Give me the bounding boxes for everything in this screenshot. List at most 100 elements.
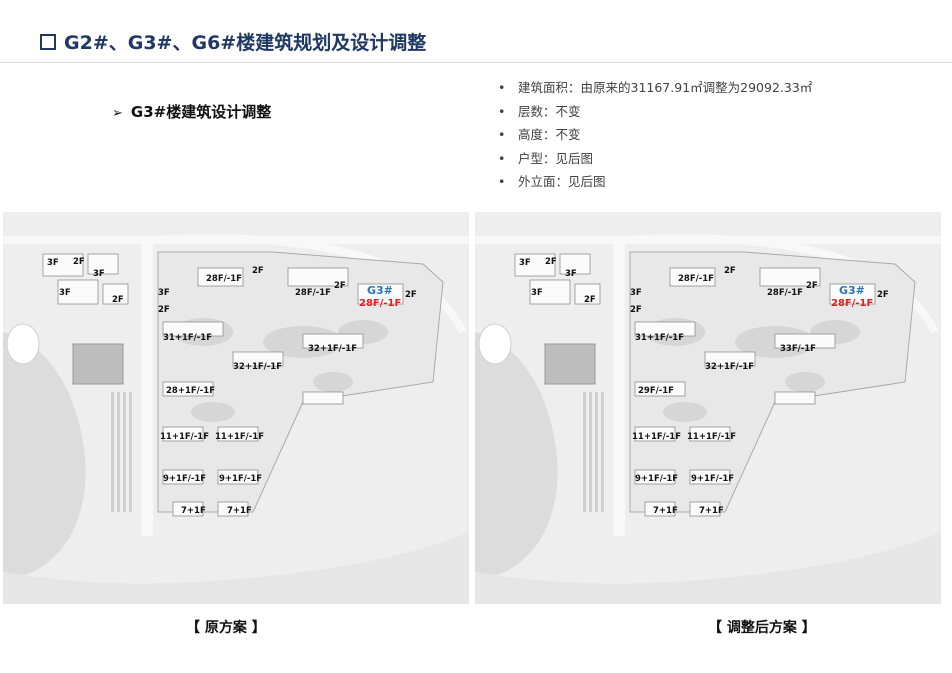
page-title-text: G2#、G3#、G6#楼建筑规划及设计调整 [64,32,427,54]
building-floor-label: 32+1F/-1F [705,362,755,372]
building-footprint [302,391,344,405]
building-floor-label: 2F [877,290,889,300]
building-floor-label: 3F [59,288,71,298]
building-floor-label: 11+1F/-1F [687,432,737,442]
page-title: G2#、G3#、G6#楼建筑规划及设计调整 [40,28,426,55]
building-floor-label: 3F [158,288,170,298]
building-floor-label: 7+1F [181,506,206,516]
building-footprint [514,253,556,277]
building-footprint [704,351,756,367]
building-floor-label: 2F [806,281,818,291]
building-floor-label: 28F/-1F [767,288,803,298]
landscape-area [313,372,353,392]
building-footprint [162,321,224,337]
bullet-dot-icon: • [498,80,506,95]
boulevard-strip [111,392,114,512]
road [152,234,467,334]
building-floor-label: 2F [73,257,85,267]
building-footprint [57,279,99,305]
pond [478,323,512,365]
building-floor-label: 3F [519,258,531,268]
bullet-dot-icon: • [498,174,506,189]
building-floor-label: 9+1F/-1F [219,474,263,484]
bullet-dot-icon: • [498,150,506,166]
building-floor-label: 11+1F/-1F [632,432,682,442]
building-floor-label: 2F [545,257,557,267]
building-footprint [644,501,676,517]
section-subtitle-text: G3#楼建筑设计调整 [130,103,272,121]
building-footprint [102,283,129,305]
building-footprint [287,267,349,287]
site-plan-drawing [475,212,941,604]
building-floor-label: 3F [47,258,59,268]
landscape-area [663,402,707,422]
g3-floor-label: 28F/-1F [831,298,874,309]
building-floor-label: 11+1F/-1F [215,432,265,442]
building-footprint [774,391,816,405]
river-bank [475,532,941,604]
building-floor-label: 7+1F [227,506,252,516]
boulevard-strip [123,392,126,512]
plaza-building [72,343,124,385]
building-footprint [689,501,721,517]
building-footprint [634,381,686,397]
lake-area [3,332,86,582]
building-floor-label: 28F/-1F [678,274,714,284]
building-floor-label: 3F [93,269,105,279]
boulevard-strip [589,392,592,512]
boulevard-strip [583,392,586,512]
bullet-dot-icon: • [498,103,506,119]
river-bank [3,532,469,604]
building-footprint [357,283,404,305]
building-footprint [162,426,204,442]
site-plan-drawing [3,212,469,604]
building-floor-label: 2F [630,305,642,315]
building-floor-label: 3F [565,269,577,279]
building-floor-label: 29F/-1F [638,386,674,396]
building-floor-label: 28F/-1F [295,288,331,298]
building-footprint [689,469,731,485]
building-footprint [689,426,731,442]
building-footprint [232,351,284,367]
boulevard-strip [601,392,604,512]
road [141,236,153,536]
bullet-dot-icon: • [498,127,506,142]
boulevard-strip [117,392,120,512]
section-subtitle: ➢ G3#楼建筑设计调整 [112,101,271,122]
building-footprint [759,267,821,287]
building-floor-label: 2F [158,305,170,315]
building-floor-label: 3F [630,288,642,298]
building-footprint [829,283,876,305]
arrow-bullet-icon: ➢ [112,106,123,121]
building-floor-label: 7+1F [653,506,678,516]
g3-building-tag: G3# [839,284,865,297]
building-footprint [559,253,591,275]
building-floor-label: 11+1F/-1F [160,432,210,442]
building-footprint [217,501,249,517]
building-floor-label: 2F [334,281,346,291]
building-footprint [634,321,696,337]
building-floor-label: 2F [584,295,596,305]
building-floor-label: 9+1F/-1F [691,474,735,484]
building-footprint [634,426,676,442]
road [613,236,625,536]
landscape-area [785,372,825,392]
bullet-item-floors: •层数：不变 [498,100,812,124]
boulevard-strip [129,392,132,512]
bullet-item-facade: •外立面：见后图 [498,170,812,194]
pond [6,323,40,365]
building-footprint [197,267,244,287]
building-floor-label: 9+1F/-1F [635,474,679,484]
building-floor-label: 28F/-1F [206,274,242,284]
building-floor-label: 2F [405,290,417,300]
caption-adjusted: 【 调整后方案 】 [708,620,816,636]
g3-building-tag: G3# [367,284,393,297]
bullet-item-height: •高度：不变 [498,123,812,147]
info-bullet-list: •建筑面积：由原来的31167.91㎡调整为29092.33㎡ •层数：不变 •… [498,76,812,194]
building-footprint [217,469,259,485]
building-footprint [162,469,204,485]
building-floor-label: 31+1F/-1F [163,333,213,343]
landscape-area [191,402,235,422]
title-divider [0,62,952,63]
